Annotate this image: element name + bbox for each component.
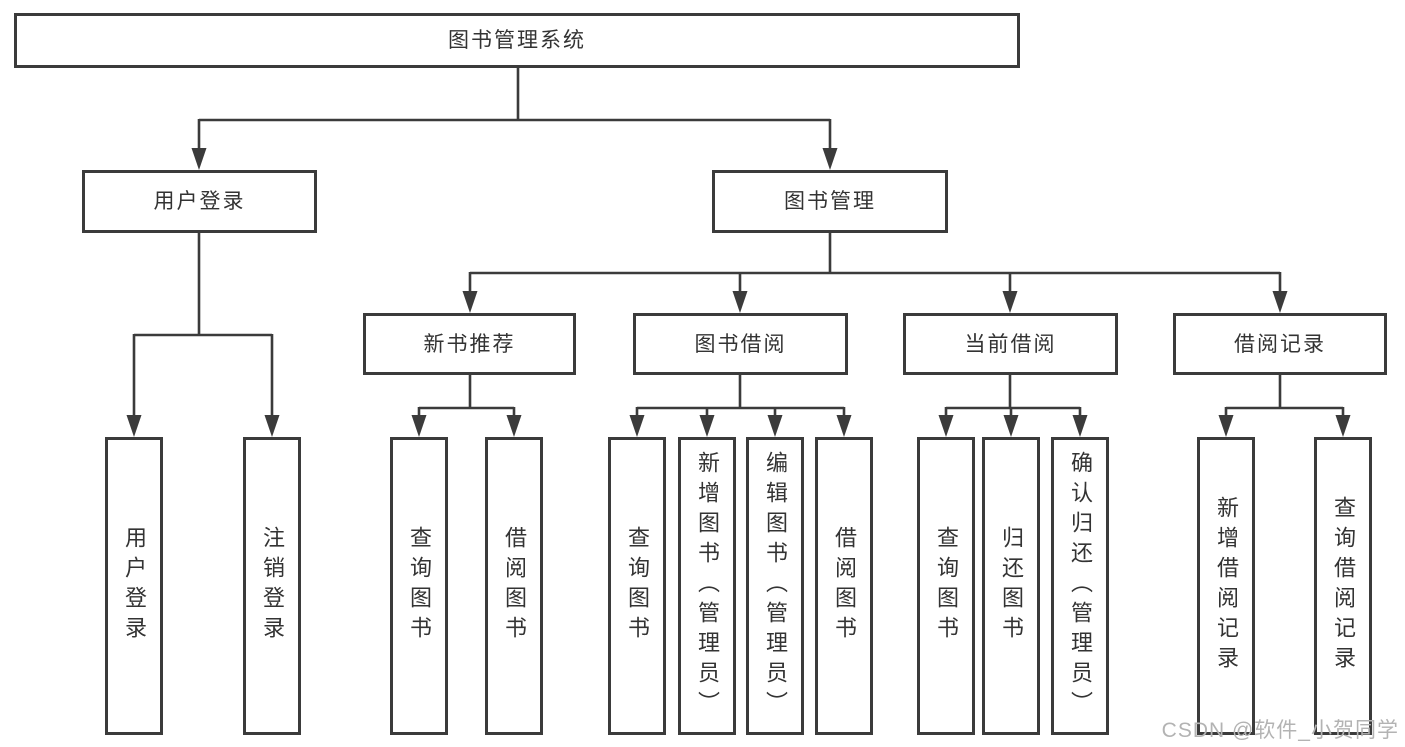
node-add-books-admin: 新增图书（管理员） [678, 437, 736, 735]
node-borrow-books-borrowing: 借阅图书 [815, 437, 873, 735]
node-new-book-recommendation: 新书推荐 [363, 313, 576, 375]
edge-mgmt-to-level3 [468, 233, 1282, 292]
edge-borrow-to-leaves [635, 375, 846, 416]
edge-root-to-level2 [197, 68, 832, 150]
node-query-borrow-record: 查询借阅记录 [1314, 437, 1372, 735]
node-confirm-return-admin: 确认归还（管理员） [1051, 437, 1109, 735]
node-query-books-borrowing: 查询图书 [608, 437, 666, 735]
edge-rec-to-leaves [417, 375, 516, 416]
node-book-borrowing: 图书借阅 [633, 313, 848, 375]
node-user-login: 用户登录 [105, 437, 163, 735]
node-add-borrow-record: 新增借阅记录 [1197, 437, 1255, 735]
edge-records-to-leaves [1224, 375, 1345, 416]
node-return-books: 归还图书 [982, 437, 1040, 735]
arrowheads [126, 148, 1351, 437]
node-book-management: 图书管理 [712, 170, 948, 233]
node-borrow-books-recommendation: 借阅图书 [485, 437, 543, 735]
node-library-management-system: 图书管理系统 [14, 13, 1020, 68]
node-user-login-branch: 用户登录 [82, 170, 317, 233]
edge-current-to-leaves [944, 375, 1082, 416]
node-logout: 注销登录 [243, 437, 301, 735]
node-query-books-recommendation: 查询图书 [390, 437, 448, 735]
edge-userlogin-to-leaves [132, 233, 274, 416]
node-query-books-current: 查询图书 [917, 437, 975, 735]
node-borrowing-records: 借阅记录 [1173, 313, 1387, 375]
csdn-watermark: CSDN @软件_小贺同学 [1161, 719, 1399, 742]
node-edit-books-admin: 编辑图书（管理员） [746, 437, 804, 735]
node-current-borrowing: 当前借阅 [903, 313, 1118, 375]
